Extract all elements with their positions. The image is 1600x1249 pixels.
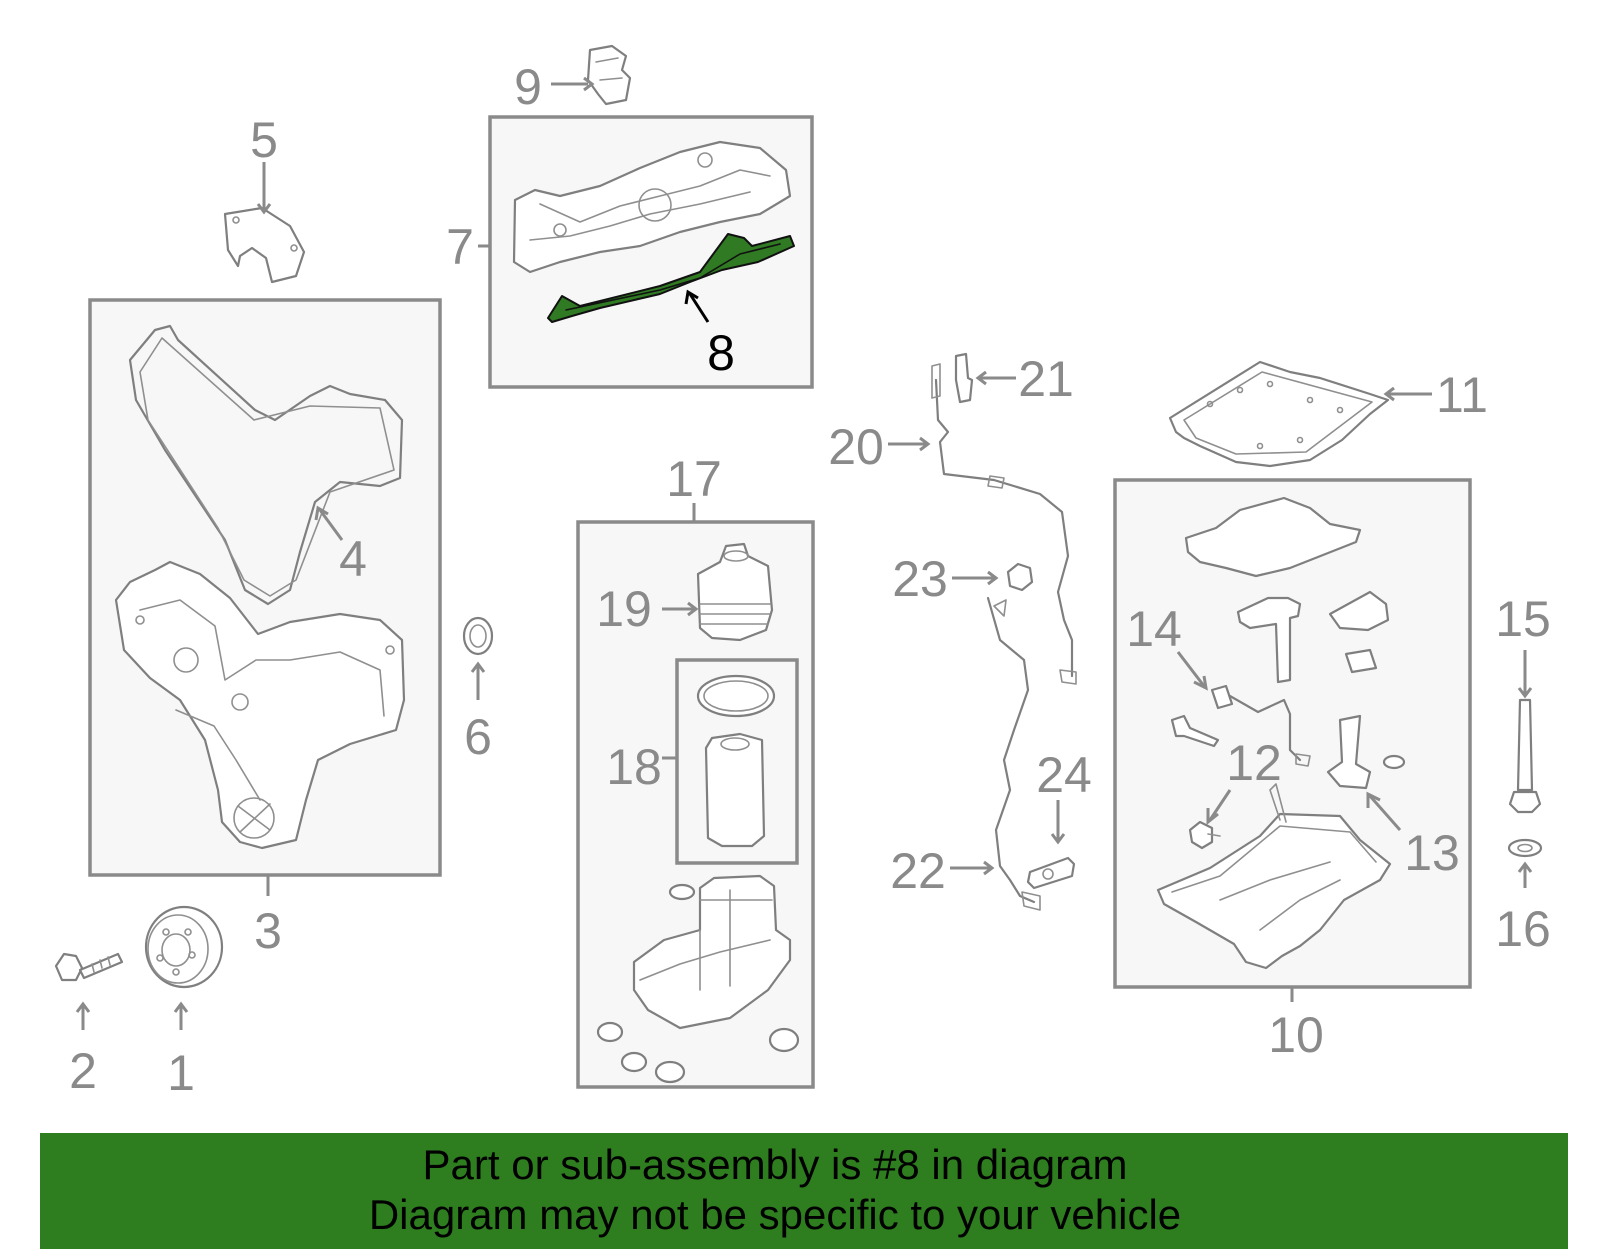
part-1-pulley[interactable] — [144, 905, 224, 989]
part-12-sensor[interactable] — [1188, 820, 1221, 850]
callout-9: 9 — [514, 59, 542, 115]
part-17-filter-housing[interactable] — [596, 874, 800, 1084]
callout-10: 10 — [1268, 1007, 1324, 1063]
callout-23: 23 — [892, 551, 948, 607]
callout-17: 17 — [666, 451, 722, 507]
callout-16: 16 — [1495, 901, 1551, 957]
callout-13: 13 — [1404, 825, 1460, 881]
part-19-filter-cap[interactable] — [696, 542, 774, 642]
callout-3: 3 — [254, 903, 282, 959]
callout-22: 22 — [890, 843, 946, 899]
callout-24: 24 — [1036, 747, 1092, 803]
callout-19: 19 — [596, 581, 652, 637]
part-24-gasket[interactable] — [1026, 856, 1076, 890]
leader-lines — [75, 76, 1533, 1030]
part-10-oil-pan[interactable] — [1156, 496, 1406, 970]
banner-line-2: Diagram may not be specific to your vehi… — [368, 1191, 1182, 1238]
part-21-sensor[interactable] — [954, 352, 974, 404]
part-6-seal[interactable] — [462, 616, 494, 656]
callout-20: 20 — [828, 419, 884, 475]
part-7-valve-cover[interactable] — [512, 140, 792, 274]
callout-6: 6 — [464, 709, 492, 765]
part-3-timing-cover[interactable] — [114, 560, 406, 850]
callout-12: 12 — [1226, 735, 1282, 791]
banner-line-1: Part or sub-assembly is #8 in diagram — [422, 1141, 1128, 1188]
callout-5: 5 — [250, 112, 278, 168]
part-22-harness[interactable] — [986, 596, 1041, 911]
part-9-filler-cap[interactable] — [586, 44, 632, 106]
part-18-oil-filter[interactable] — [696, 674, 776, 848]
callout-21: 21 — [1018, 351, 1074, 407]
part-2-bolt[interactable] — [54, 952, 124, 982]
part-23-grommet[interactable] — [1006, 562, 1034, 592]
callout-4: 4 — [339, 531, 367, 587]
part-16-washer[interactable] — [1507, 838, 1543, 858]
part-15-bolt[interactable] — [1508, 698, 1542, 814]
part-14-sensor[interactable] — [1170, 684, 1311, 767]
callout-8: 8 — [707, 325, 735, 381]
callout-18: 18 — [606, 739, 662, 795]
callout-7: 7 — [446, 219, 474, 275]
callouts: 1 2 3 4 5 6 7 8 9 10 11 12 13 14 15 16 1… — [69, 59, 1551, 1101]
callout-1: 1 — [167, 1045, 195, 1101]
part-20-harness[interactable] — [931, 363, 1077, 685]
part-5-bracket[interactable] — [223, 206, 306, 284]
part-11-oil-pan-gasket[interactable] — [1168, 360, 1390, 468]
callout-14: 14 — [1126, 601, 1182, 657]
part-4-timing-belt[interactable] — [128, 324, 404, 606]
part-8-valve-cover-gasket[interactable] — [547, 233, 795, 323]
info-banner: Part or sub-assembly is #8 in diagram Di… — [40, 1133, 1568, 1249]
callout-15: 15 — [1495, 591, 1551, 647]
callout-2: 2 — [69, 1043, 97, 1099]
callout-11: 11 — [1436, 367, 1488, 423]
